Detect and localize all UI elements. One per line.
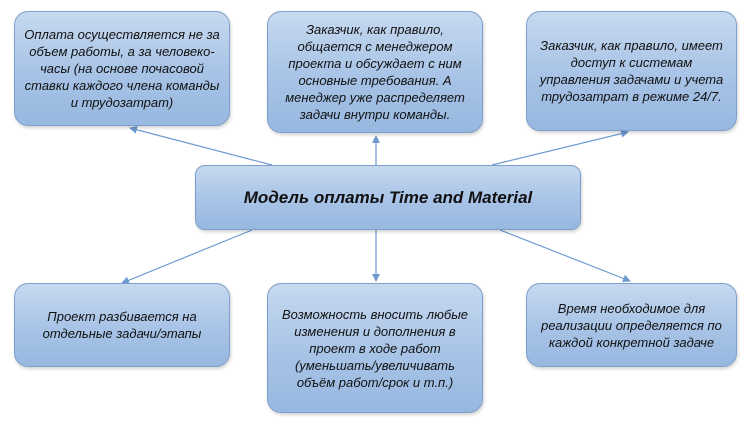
connector-top-left [129,125,273,166]
box-changes-possible-text: Возможность вносить любые изменения и до… [281,306,468,390]
connector-bottom-right [499,229,631,283]
connector-top-right [491,129,629,166]
box-changes-possible: Возможность вносить любые изменения и до… [267,283,483,413]
box-time-per-task: Время необходимое для реализации определ… [526,283,737,367]
box-customer-manager-text: Заказчик, как правило, общается с менедж… [285,22,465,122]
box-time-per-task-text: Время необходимое для реализации определ… [541,300,722,350]
box-project-stages: Проект разбивается на отдельные задачи/э… [14,283,230,367]
central-node: Модель оплаты Time and Material [195,165,581,230]
box-payment-hourly-text: Оплата осуществляется не за объем работы… [24,27,220,110]
central-node-title: Модель оплаты Time and Material [243,188,533,207]
box-customer-access: Заказчик, как правило, имеет доступ к си… [526,11,737,131]
box-customer-access-text: Заказчик, как правило, имеет доступ к си… [539,38,724,104]
box-project-stages-text: Проект разбивается на отдельные задачи/э… [42,309,202,341]
box-payment-hourly: Оплата осуществляется не за объем работы… [14,11,230,126]
connector-bottom-left [121,229,253,285]
box-customer-manager: Заказчик, как правило, общается с менедж… [267,11,483,133]
